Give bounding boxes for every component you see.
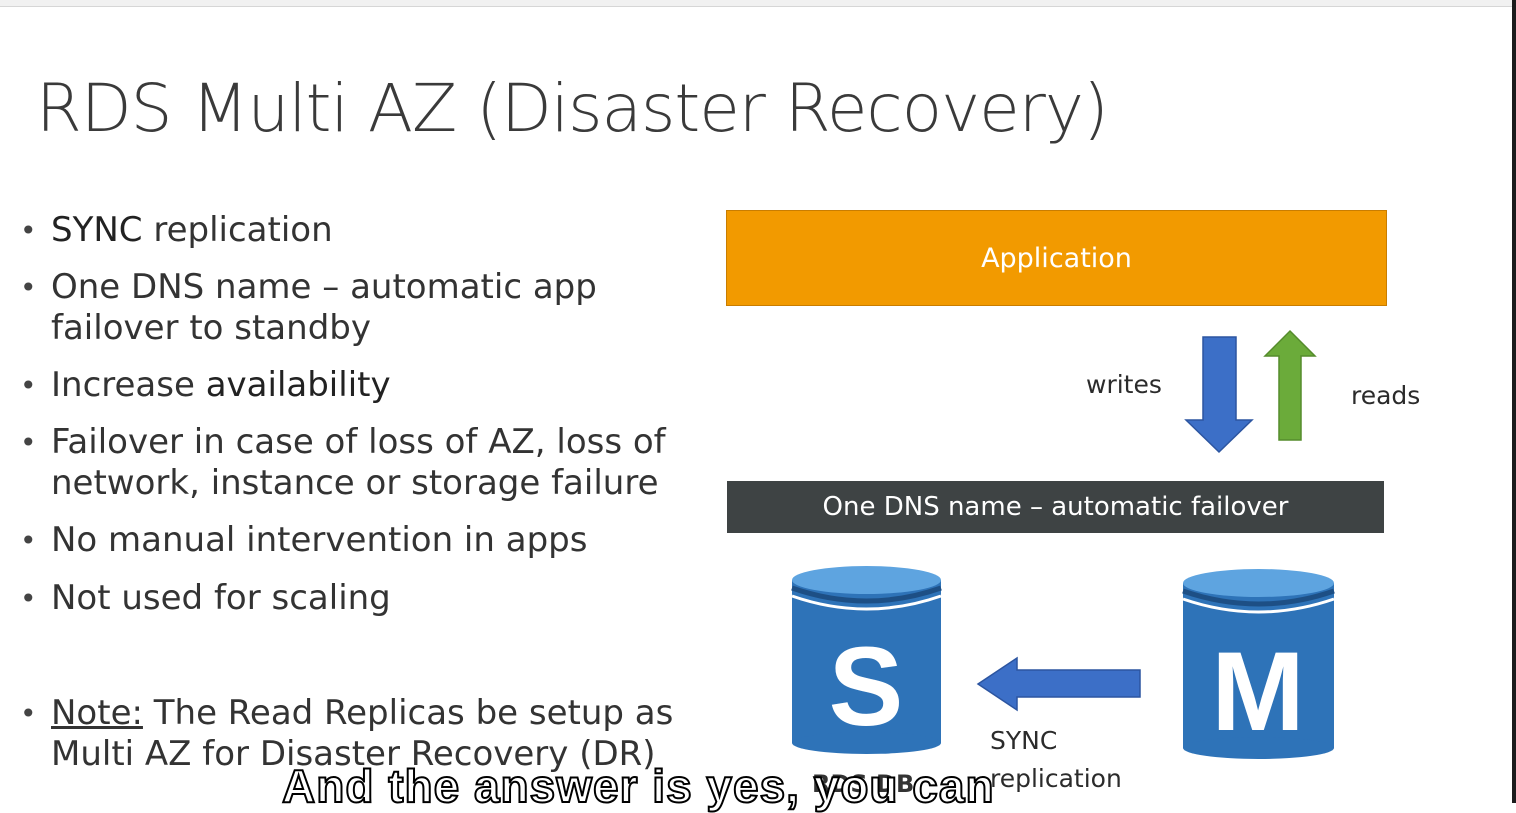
bullet-sync-bold: SYNC [51,210,143,250]
standby-db-cylinder [791,566,942,754]
bullet-dns-line1: One DNS name – automatic app [51,267,597,307]
bullet-sync-replication: SYNC replication [20,210,333,251]
bullet-availability: Increase availability [20,365,391,406]
bullet-not-scaling: Not used for scaling [20,578,391,619]
application-box: Application [726,210,1387,306]
note-label: Note: [51,693,143,733]
bullet-no-manual: No manual intervention in apps [20,520,587,561]
reads-arrow [1263,329,1317,441]
note-line1: The Read Replicas be setup as [142,693,674,733]
bullet-availability-bold: availability [205,365,391,405]
top-toolbar-strip [0,0,1516,7]
bullet-failover: Failover in case of loss of AZ, loss of … [20,422,666,504]
master-db-letter: M [1211,629,1304,754]
window-edge [1512,0,1516,803]
dns-bar: One DNS name – automatic failover [727,481,1384,533]
bullet-dns-line2: failover to standby [51,308,371,348]
sync-replication-arrow [976,656,1141,712]
bullet-availability-plain: Increase [51,365,206,405]
bullet-dns-name: One DNS name – automatic app failover to… [20,267,597,349]
bullet-failover-line1: Failover in case of loss of AZ, loss of [51,422,666,462]
sync-replication-label: SYNC replication [990,722,1122,798]
sync-label-line1: SYNC [990,726,1058,755]
bullet-failover-line2: network, instance or storage failure [51,463,659,503]
standby-db-letter: S [829,624,904,749]
slide-title: RDS Multi AZ (Disaster Recovery) [36,70,1109,147]
video-subtitle-caption: And the answer is yes, you can [281,759,995,813]
note-line2: Multi AZ for Disaster Recovery (DR) [51,734,656,774]
writes-label: writes [1086,370,1162,399]
rds-db-label: RDS DB [812,770,915,798]
master-db-cylinder [1182,569,1335,759]
writes-arrow [1184,336,1254,454]
bullet-sync-rest: replication [142,210,333,250]
reads-label: reads [1351,381,1421,410]
bullet-note: Note: The Read Replicas be setup as Mult… [20,693,673,775]
sync-label-line2: replication [990,764,1122,793]
